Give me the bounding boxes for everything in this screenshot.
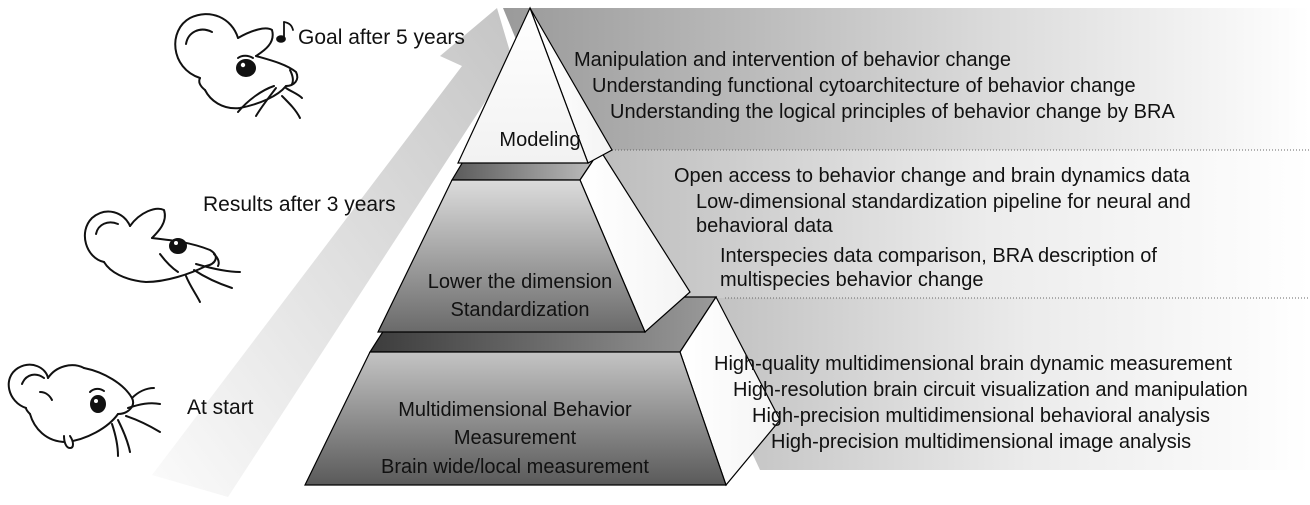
middle-item-2: Low-dimensional standardization pipeline… (696, 191, 1191, 237)
bottom-tier-face (304, 351, 727, 486)
description-bands (503, 8, 1310, 470)
tier-bottom-label-line3: Brain wide/local measurement (381, 456, 649, 478)
bottom-item-1: High-quality multidimensional brain dyna… (714, 353, 1233, 375)
music-note-icon (276, 21, 294, 43)
tier-middle-label-line1: Lower the dimension (427, 271, 613, 293)
happy-mouse-icon (174, 13, 303, 119)
worried-mouse-icon (7, 363, 161, 457)
bottom-item-3: High-precision multidimensional behavior… (752, 405, 1210, 427)
stage-label-start: At start (187, 396, 254, 419)
top-item-2: Understanding functional cytoarchitectur… (592, 75, 1136, 97)
middle-item-1: Open access to behavior change and brain… (674, 165, 1190, 187)
neutral-mouse-icon (83, 207, 241, 303)
bottom-item-4: High-precision multidimensional image an… (771, 431, 1192, 453)
stage-label-goal: Goal after 5 years (298, 26, 465, 49)
tier-bottom-label-line1: Multidimensional Behavior (398, 399, 632, 421)
progress-arrow (152, 8, 522, 497)
bottom-item-2: High-resolution brain circuit visualizat… (733, 379, 1248, 401)
middle-band (600, 150, 1310, 298)
top-item-1: Manipulation and intervention of behavio… (574, 49, 1011, 71)
top-band (503, 8, 1310, 150)
tier-middle-label-line2: Standardization (450, 299, 590, 321)
middle-tier-face (377, 179, 646, 333)
top-tier-face (457, 6, 589, 164)
bottom-band (680, 298, 1310, 470)
top-item-3: Understanding the logical principles of … (610, 101, 1175, 123)
tier-bottom-label-line2: Measurement (453, 427, 577, 449)
stage-label-three-years: Results after 3 years (203, 193, 396, 216)
middle-item-3: Interspecies data comparison, BRA descri… (720, 245, 1157, 291)
tier-top-label: Modeling (499, 129, 581, 151)
pyramid (304, 6, 781, 487)
